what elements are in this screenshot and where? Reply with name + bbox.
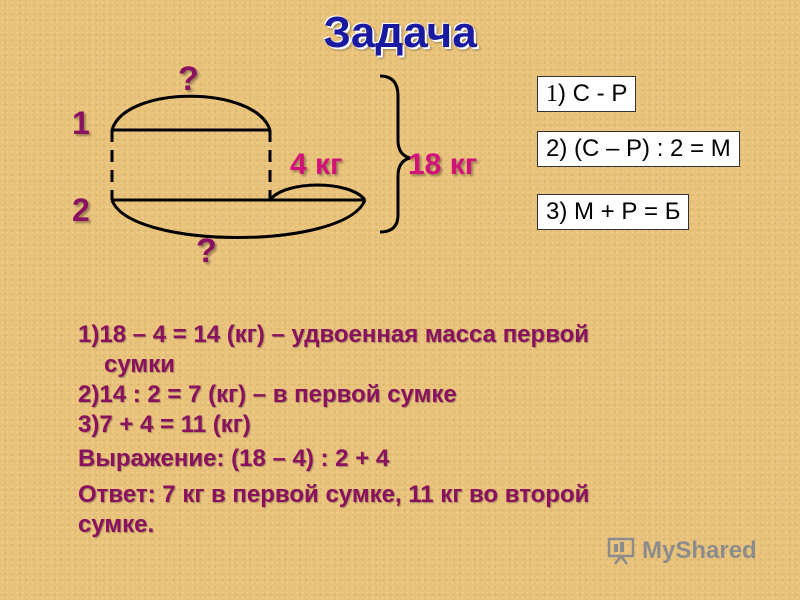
watermark-logo: MyShared bbox=[606, 536, 757, 566]
segment-1-arc bbox=[110, 94, 272, 131]
step-1: 1)18 – 4 = 14 (кг) – удвоенная масса пер… bbox=[78, 321, 590, 348]
formula-3-number: 3) bbox=[546, 198, 568, 225]
step-2: 2)14 : 2 = 7 (кг) – в первой сумке bbox=[78, 381, 457, 408]
formula-1-text: ) С - Р bbox=[558, 80, 628, 107]
watermark-text: MyShared bbox=[642, 537, 757, 564]
difference-arc bbox=[268, 183, 367, 202]
formula-2-number: 2) bbox=[546, 135, 568, 162]
formula-1-number: 1 bbox=[546, 81, 558, 107]
formula-box-3: 3) М + Р = Б bbox=[537, 194, 690, 230]
formula-3-text: М + Р = Б bbox=[567, 198, 681, 225]
total-label: 18 кг bbox=[408, 148, 478, 181]
step-1-continuation: сумки bbox=[104, 351, 175, 378]
formula-box-1: 1) С - Р bbox=[537, 76, 637, 112]
formula-box-2: 2) (С – Р) : 2 = М bbox=[537, 131, 740, 167]
question-top: ? bbox=[178, 60, 199, 98]
solution-block: 1)18 – 4 = 14 (кг) – удвоенная масса пер… bbox=[78, 320, 768, 540]
segment-2-arc bbox=[110, 199, 367, 239]
total-brace bbox=[379, 74, 411, 234]
answer-line: Ответ: 7 кг в первой сумке, 11 кг во вто… bbox=[78, 481, 590, 508]
step-3: 3)7 + 4 = 11 (кг) bbox=[78, 411, 251, 438]
presentation-icon bbox=[607, 537, 635, 565]
page-title: Задача bbox=[323, 8, 477, 57]
row-label-1: 1 bbox=[72, 105, 90, 141]
answer-continuation: сумке. bbox=[78, 511, 155, 538]
question-bottom: ? bbox=[196, 232, 217, 270]
row-label-2: 2 bbox=[72, 192, 90, 228]
expression-line: Выражение: (18 – 4) : 2 + 4 bbox=[78, 445, 390, 472]
difference-label: 4 кг bbox=[290, 148, 343, 181]
formula-2-text: (С – Р) : 2 = М bbox=[567, 135, 731, 162]
